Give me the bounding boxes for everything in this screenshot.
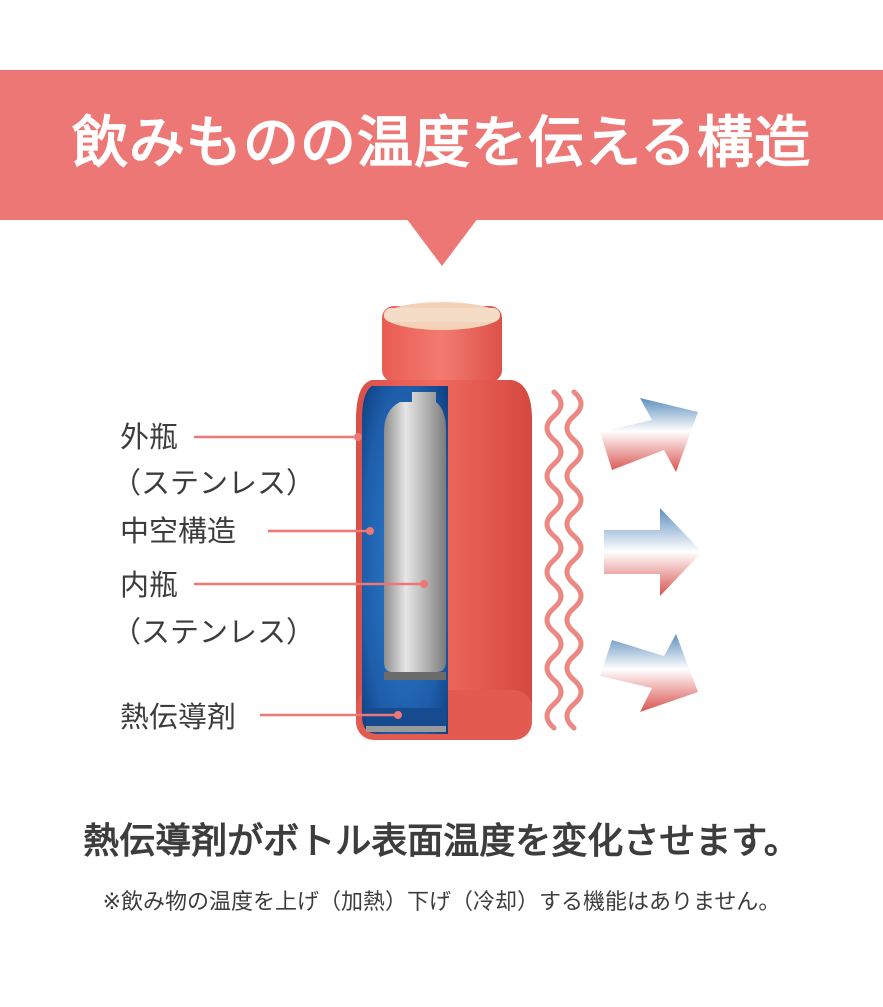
label-hollow-structure: 中空構造 xyxy=(120,514,237,548)
banner-pointer xyxy=(406,218,478,266)
leader-lines xyxy=(194,433,428,719)
heat-arrow-icon-right xyxy=(604,508,702,596)
label-conductor: 熱伝導剤 xyxy=(120,700,237,734)
label-outer-bottle: 外瓶 xyxy=(120,420,179,454)
title-banner xyxy=(0,70,883,220)
heat-arrow-icon-down xyxy=(600,634,698,712)
heat-wave-icon xyxy=(544,389,584,731)
conductor-layer xyxy=(366,708,446,732)
inner-bottle xyxy=(384,392,446,680)
page-title: 飲みものの温度を伝える構造 xyxy=(71,111,812,176)
bottle-cap xyxy=(382,302,502,382)
disclaimer-note: ※飲み物の温度を上げ（加熱）下げ（冷却）する機能はありません。 xyxy=(102,890,781,915)
description-text: 熱伝導剤がボトル表面温度を変化させます。 xyxy=(83,821,800,862)
label-outer-material: （ステンレス） xyxy=(112,466,316,500)
heat-arrow-icon-up xyxy=(600,398,698,472)
label-inner-bottle: 内瓶 xyxy=(120,568,179,602)
label-inner-material: （ステンレス） xyxy=(112,615,316,649)
